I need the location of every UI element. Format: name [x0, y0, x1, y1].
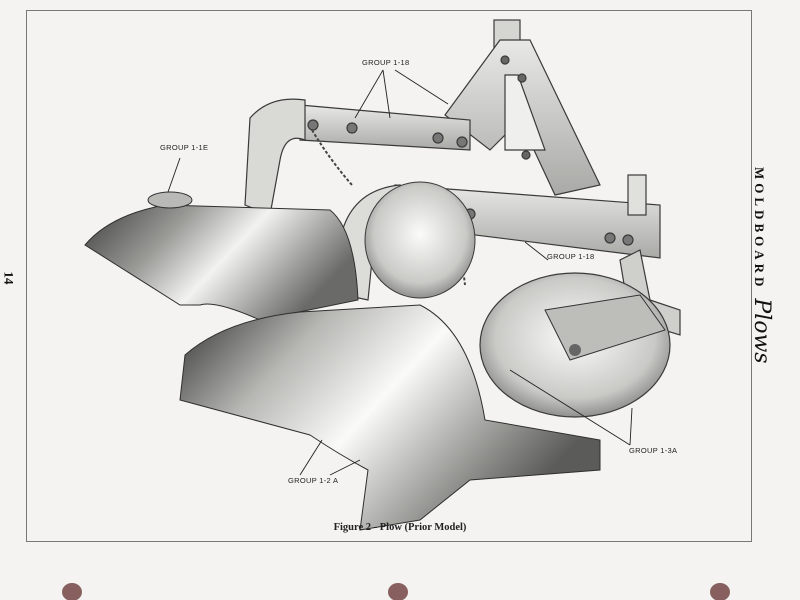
frame-beam-upper — [244, 98, 471, 216]
callout-group-1-18-top: GROUP 1-18 — [362, 58, 410, 67]
leader-lines — [167, 69, 633, 476]
moldboard-front — [84, 204, 359, 321]
callout-group-1-1e: GROUP 1-1E — [160, 143, 209, 152]
callout-group-1-2a: GROUP 1-2 A — [288, 476, 339, 485]
hitch-mast — [444, 19, 601, 196]
binder-holes — [62, 583, 730, 600]
page-frame — [26, 10, 752, 542]
callout-group-1-18-mid: GROUP 1-18 — [547, 252, 595, 261]
moldboard-front-tip — [147, 191, 193, 209]
page-number: 14 — [1, 271, 17, 285]
side-title-caps: MOLDBOARD — [752, 167, 767, 291]
moldboard-rear — [179, 304, 601, 531]
callout-group-1-3a: GROUP 1-3A — [629, 446, 678, 455]
figure-caption: Figure 2 - Plow (Prior Model) — [333, 522, 467, 533]
side-title-script: Plows — [749, 298, 774, 364]
coulter-arm — [544, 294, 666, 361]
coulter-disc-rear — [364, 181, 476, 299]
side-title: MOLDBOARD Plows — [749, 167, 774, 364]
chain — [311, 129, 353, 186]
